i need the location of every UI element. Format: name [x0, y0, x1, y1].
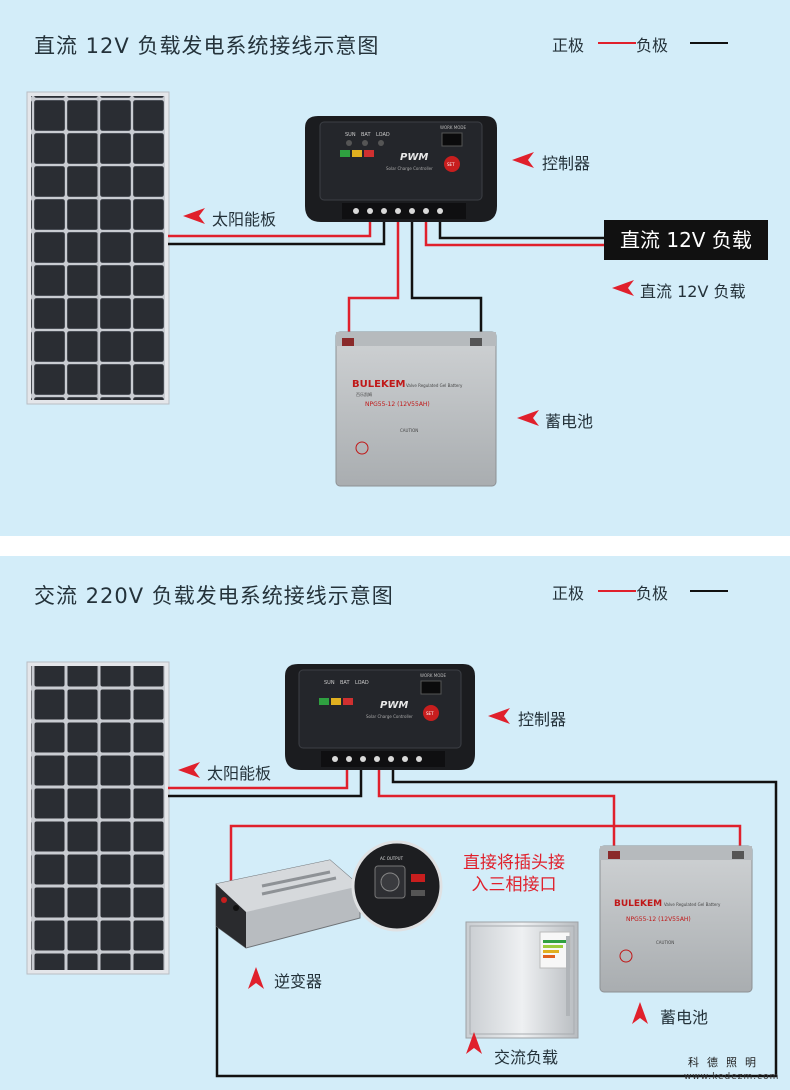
label-dc-load: 直流 12V 负载: [640, 282, 746, 301]
svg-text:CAUTION: CAUTION: [656, 940, 674, 945]
dc-diagram: SUN BAT LOAD PWM Solar Charge Controller…: [26, 91, 634, 487]
dc-wiring-panel: 直流 12V 负载发电系统接线示意图 正极 负极: [0, 0, 790, 536]
svg-text:CAUTION: CAUTION: [400, 428, 418, 433]
arrow-inverter: [248, 967, 264, 989]
legend-positive-line: [598, 42, 636, 44]
label-battery: 蓄电池: [545, 412, 594, 431]
svg-text:Valve Regulated Gel Battery: Valve Regulated Gel Battery: [406, 383, 463, 388]
svg-text:Solar Charge Controller: Solar Charge Controller: [386, 166, 433, 171]
svg-text:PWM: PWM: [380, 700, 408, 711]
svg-text:SET: SET: [426, 711, 434, 716]
svg-text:BAT: BAT: [340, 680, 350, 686]
label-solar-panel: 太阳能板: [212, 210, 277, 229]
svg-text:LOAD: LOAD: [376, 132, 390, 138]
legend-negative-label: 负极: [636, 36, 669, 55]
svg-text:百乐凯姆: 百乐凯姆: [356, 391, 372, 397]
inverter: [215, 859, 361, 949]
arrow-ac-load: [466, 1032, 482, 1054]
pointer-arrows: [178, 708, 648, 1054]
label-battery: 蓄电池: [660, 1008, 709, 1027]
svg-text:BAT: BAT: [361, 132, 371, 138]
arrow-load: [612, 280, 634, 296]
legend-positive-line: [598, 590, 636, 592]
plug-note-line1: 直接将插头接: [463, 853, 565, 873]
watermark-brand: 科德照明: [688, 1056, 764, 1069]
solar-panel: [26, 91, 170, 405]
label-controller: 控制器: [518, 710, 567, 729]
svg-text:SUN: SUN: [345, 132, 356, 138]
svg-text:LOAD: LOAD: [355, 680, 369, 686]
arrow-solar: [183, 208, 205, 224]
solar-panel: [26, 661, 170, 975]
ac-wiring-panel: 交流 220V 负载发电系统接线示意图 正极 负极: [0, 556, 790, 1090]
svg-text:SET: SET: [447, 162, 455, 167]
label-ac-load: 交流负载: [494, 1048, 559, 1067]
arrow-battery: [632, 1002, 648, 1024]
label-controller: 控制器: [542, 154, 591, 173]
svg-text:WORK MODE: WORK MODE: [420, 673, 446, 678]
battery: BULEKEM 百乐凯姆 Valve Regulated Gel Battery…: [335, 331, 497, 487]
legend-negative-line: [690, 42, 728, 44]
dc-title: 直流 12V 负载发电系统接线示意图: [34, 34, 380, 58]
svg-text:BULEKEM: BULEKEM: [352, 379, 406, 390]
legend-negative-line: [690, 590, 728, 592]
label-inverter: 逆变器: [274, 972, 323, 991]
arrow-controller: [488, 708, 510, 724]
svg-text:Valve Regulated Gel Battery: Valve Regulated Gel Battery: [664, 902, 721, 907]
legend-positive-label: 正极: [552, 36, 585, 55]
svg-text:NPG55-12 (12V55AH): NPG55-12 (12V55AH): [365, 401, 430, 408]
ac-output-closeup: AC OUTPUT: [351, 840, 443, 932]
ac-title: 交流 220V 负载发电系统接线示意图: [34, 584, 394, 608]
load-tag: 直流 12V 负载: [604, 220, 768, 260]
pointer-arrows: [183, 152, 634, 426]
svg-text:BULEKEM: BULEKEM: [614, 899, 662, 909]
plug-note-line2: 入三相接口: [471, 875, 557, 895]
ac-wires: [168, 768, 778, 1078]
svg-text:Solar Charge Controller: Solar Charge Controller: [366, 714, 413, 719]
watermark-site: www.kedezm.com: [684, 1072, 780, 1082]
battery: BULEKEM Valve Regulated Gel Battery NPG5…: [599, 845, 753, 993]
pwm-text: PWM: [400, 152, 428, 163]
arrow-battery: [517, 410, 539, 426]
svg-text:SUN: SUN: [324, 680, 335, 686]
charge-controller: SUN BAT LOAD PWM Solar Charge Controller…: [285, 664, 475, 770]
svg-text:AC OUTPUT: AC OUTPUT: [380, 856, 404, 861]
charge-controller: SUN BAT LOAD PWM Solar Charge Controller…: [305, 116, 497, 222]
svg-text:NPG55-12 (12V55AH): NPG55-12 (12V55AH): [626, 916, 691, 923]
svg-text:WORK MODE: WORK MODE: [440, 125, 466, 130]
legend-negative-label: 负极: [636, 584, 669, 603]
ac-diagram: SUN BAT LOAD PWM Solar Charge Controller…: [26, 661, 778, 1078]
arrow-solar: [178, 762, 200, 778]
arrow-controller: [512, 152, 534, 168]
legend-positive-label: 正极: [552, 584, 585, 603]
ac-load-fridge: [465, 921, 579, 1039]
dc-wires: [168, 218, 604, 340]
label-solar-panel: 太阳能板: [207, 764, 272, 783]
